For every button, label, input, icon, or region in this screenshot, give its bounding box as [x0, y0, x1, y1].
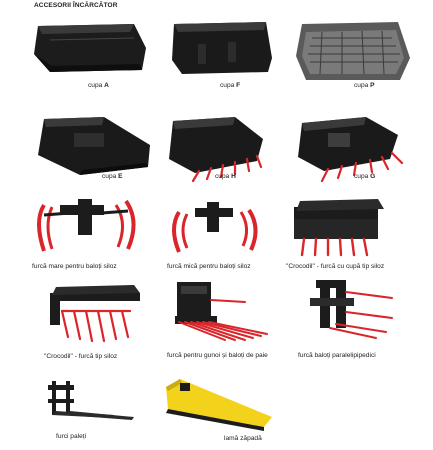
snow-plow-blade-image: [166, 379, 272, 431]
crocodil-cupa-caption: "Crocodil" - furcă cu cupă tip siloz: [286, 263, 385, 270]
pallet-forks-image: [48, 381, 134, 420]
lama-zapada-item: lamă zăpadă: [160, 373, 280, 450]
cupa-h-item: cupa H: [165, 115, 275, 190]
page-title: ACCESORII ÎNCĂRCĂTOR: [34, 2, 118, 9]
furci-paleti-caption: furci paleți: [56, 433, 87, 440]
cupa-g-caption: cupa G: [354, 173, 376, 180]
cupa-p-caption: cupa P: [354, 82, 375, 89]
furca-mica-caption: furcă mică pentru baloți siloz: [167, 263, 251, 270]
furca-paralelipipedici-item: furcă baloți paralelipipedici: [296, 278, 416, 363]
bucket-e-image: [38, 117, 150, 175]
cupa-e-caption: cupa E: [102, 173, 123, 180]
bucket-h-image: [169, 117, 263, 183]
manure-fork-image: [175, 282, 268, 341]
furca-paralelipipedici-caption: furcă baloți paralelipipedici: [298, 352, 376, 359]
crocodile-bucket-fork-image: [294, 199, 384, 257]
furca-mare-item: furcă mare pentru baloți siloz: [30, 195, 170, 275]
cupa-g-item: cupa G: [292, 115, 412, 190]
furca-gunoi-item: furcă pentru gunoi și baloți de paie: [165, 278, 315, 363]
crocodil-furca-caption: "Crocodil" - furcă tip siloz: [44, 353, 118, 360]
furca-mica-item: furcă mică pentru baloți siloz: [165, 198, 275, 276]
crocodile-fork-image: [50, 285, 140, 343]
furca-mare-caption: furcă mare pentru baloți siloz: [32, 263, 117, 270]
cupa-a-caption: cupa A: [88, 82, 109, 89]
furci-paleti-item: furci paleți: [42, 375, 142, 450]
bucket-f-image: [172, 22, 272, 74]
cupa-h-caption: cupa H: [215, 173, 236, 180]
cupa-e-item: cupa E: [32, 115, 157, 190]
bucket-p-image: [296, 22, 410, 80]
bucket-a-image: [34, 24, 146, 72]
cupa-a-item: cupa A: [30, 18, 150, 98]
bale-grab-small-image: [172, 202, 258, 253]
furca-gunoi-caption: furcă pentru gunoi și baloți de paie: [167, 352, 268, 359]
square-bale-fork-image: [310, 280, 393, 339]
cupa-f-caption: cupa F: [220, 82, 241, 89]
crocodil-furca-item: "Crocodil" - furcă tip siloz: [42, 283, 162, 363]
bale-grab-large-image: [37, 199, 136, 252]
bucket-g-image: [298, 117, 404, 183]
crocodil-cupa-item: "Crocodil" - furcă cu cupă tip siloz: [284, 195, 414, 275]
lama-zapada-caption: lamă zăpadă: [224, 435, 262, 442]
cupa-f-item: cupa F: [168, 18, 278, 98]
cupa-p-item: cupa P: [292, 18, 412, 98]
